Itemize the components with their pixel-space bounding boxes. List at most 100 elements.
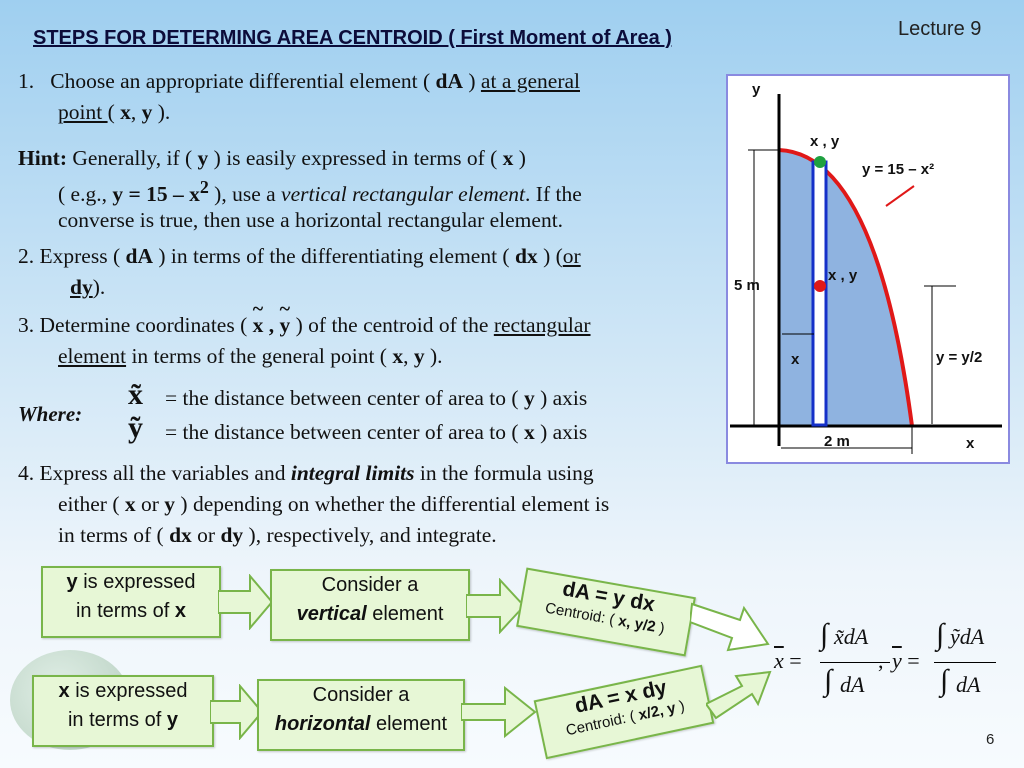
hint-label: Hint: bbox=[18, 146, 67, 170]
diagram-x-label: x bbox=[966, 435, 975, 452]
page-title: STEPS FOR DETERMING AREA CENTROID ( Firs… bbox=[33, 27, 672, 49]
box2-t2: element bbox=[366, 603, 444, 625]
step3-x-tilde: x bbox=[253, 313, 264, 338]
diagram-x-tilde: x bbox=[791, 351, 800, 368]
diagram-y-half: y = y/2 bbox=[936, 349, 982, 366]
result-horizontal: dA = x dy Centroid: ( x/2, y ) bbox=[533, 664, 715, 760]
step4-or: or bbox=[135, 492, 165, 516]
xbar: x bbox=[774, 648, 784, 673]
where-line2: = the distance between center of area to… bbox=[165, 420, 588, 445]
eq2: = bbox=[907, 648, 920, 673]
where-l2b: x bbox=[523, 420, 535, 444]
box3-t2: in terms of bbox=[67, 709, 167, 731]
step1-comma: , bbox=[130, 100, 142, 124]
step3-t4: ). bbox=[424, 344, 443, 368]
box1-t2: in terms of bbox=[75, 600, 175, 622]
step3-elem: element bbox=[58, 344, 127, 368]
box-vertical-element: Consider a vertical element bbox=[270, 569, 470, 641]
general-point bbox=[814, 156, 826, 168]
step4-or2: or bbox=[191, 523, 221, 547]
box4-italic: horizontal bbox=[274, 713, 371, 735]
step1-x: x bbox=[120, 100, 131, 124]
box3-line2: in terms of y bbox=[34, 706, 212, 735]
hint-line2: ( e.g., y = 15 – x2 ), use a vertical re… bbox=[58, 177, 582, 207]
step1-mid: ) bbox=[463, 69, 481, 93]
arrow-6 bbox=[706, 670, 772, 720]
step3-line1: 3. Determine coordinates ( x , y ) of th… bbox=[18, 313, 591, 338]
res1-end: ) bbox=[653, 619, 666, 638]
step2-or: or bbox=[562, 244, 581, 268]
step2-line2: dy). bbox=[70, 275, 106, 300]
hint-t1: Generally, if ( bbox=[66, 146, 198, 170]
num2: ỹdA bbox=[950, 624, 985, 649]
step3-pc: , bbox=[403, 344, 414, 368]
result-vertical: dA = y dx Centroid: ( x, y/2 ) bbox=[516, 567, 696, 657]
hint-line1: Hint: Generally, if ( y ) is easily expr… bbox=[18, 146, 526, 171]
integral-icon: ∫ bbox=[936, 618, 945, 651]
step4-l2b: ) depending on whether the differential … bbox=[175, 492, 610, 516]
arrow-1 bbox=[218, 574, 274, 630]
step4-line2: either ( x or y ) depending on whether t… bbox=[58, 492, 610, 517]
hint-l2b: ), use a bbox=[208, 182, 282, 207]
diagram-centroid-label: x , y bbox=[828, 267, 858, 284]
step1-post: ( bbox=[107, 100, 121, 124]
step2-t3: ) ( bbox=[537, 244, 563, 268]
step2-t4: ). bbox=[92, 275, 106, 299]
hint-l2c: . If the bbox=[525, 182, 582, 207]
integral-icon: ∫ bbox=[940, 664, 949, 697]
step3-px: x bbox=[392, 344, 404, 368]
box4-line1: Consider a bbox=[312, 684, 410, 706]
box2-italic: vertical bbox=[296, 603, 367, 625]
where-l2c: ) axis bbox=[534, 420, 588, 444]
hint-vertical: vertical rectangular element bbox=[281, 182, 526, 207]
step4-l3a: in terms of ( bbox=[58, 523, 170, 547]
step3-t2: ) of the centroid of the bbox=[290, 313, 494, 337]
step2-line1: 2. Express ( dA ) in terms of the differ… bbox=[18, 244, 581, 269]
step1-number: 1. bbox=[18, 69, 35, 93]
formula-xbar: x = bbox=[774, 648, 802, 674]
step4-line1: 4. Express all the variables and integra… bbox=[18, 461, 594, 486]
formula-ybar: y = bbox=[892, 648, 920, 674]
centroid-point bbox=[814, 280, 826, 292]
eq1: = bbox=[789, 648, 802, 673]
box1-line2: in terms of x bbox=[43, 597, 219, 626]
step2-dA: dA bbox=[125, 244, 153, 268]
arrow-4 bbox=[210, 684, 264, 740]
hint-l2a: ( e.g., bbox=[58, 182, 113, 207]
step3-rect: rectangular bbox=[493, 313, 591, 337]
step1-line1: 1. Choose an appropriate differential el… bbox=[18, 69, 580, 94]
step2-dy: dy bbox=[70, 275, 93, 299]
step4-l3b: ), respectively, and integrate. bbox=[243, 523, 497, 547]
box3-bold: x bbox=[58, 680, 70, 702]
hint-y: y bbox=[197, 146, 209, 170]
box4-t2: element bbox=[370, 713, 448, 735]
where-l1c: ) axis bbox=[534, 386, 588, 410]
step4-dx: dx bbox=[169, 523, 192, 547]
ybar: y bbox=[892, 648, 902, 673]
box3-t1: is expressed bbox=[69, 680, 188, 702]
diagram-width-label: 2 m bbox=[824, 433, 850, 450]
integral-icon: ∫ bbox=[820, 618, 829, 651]
diagram-xy-label: x , y bbox=[810, 133, 840, 150]
box1-bold: y bbox=[66, 571, 78, 593]
step4-line3: in terms of ( dx or dy ), respectively, … bbox=[58, 523, 497, 548]
comma: , bbox=[878, 648, 884, 673]
step4-integral-limits: integral limits bbox=[290, 461, 415, 485]
box1-line1: y is expressed bbox=[43, 568, 219, 597]
integral-icon: ∫ bbox=[824, 664, 833, 697]
frac-line-2 bbox=[934, 662, 996, 663]
hint-t3: ) bbox=[513, 146, 526, 170]
step3-py: y bbox=[413, 344, 425, 368]
step1-underline: at a general bbox=[480, 69, 580, 93]
arrow-3 bbox=[690, 602, 770, 652]
box1-t1: is expressed bbox=[77, 571, 196, 593]
box2-line1: Consider a bbox=[321, 574, 419, 596]
step1-y: y bbox=[141, 100, 153, 124]
where-l1b: y bbox=[523, 386, 535, 410]
hint-t2: ) is easily expressed in terms of ( bbox=[208, 146, 503, 170]
hint-x: x bbox=[502, 146, 514, 170]
centroid-formula: x = ∫ x̃dA ∫ dA , y = ∫ ỹdA ∫ dA bbox=[774, 616, 1004, 706]
x-tilde-symbol: x̃ bbox=[128, 378, 143, 411]
step1-underline2: point bbox=[58, 100, 108, 124]
num1: x̃dA bbox=[834, 624, 869, 649]
